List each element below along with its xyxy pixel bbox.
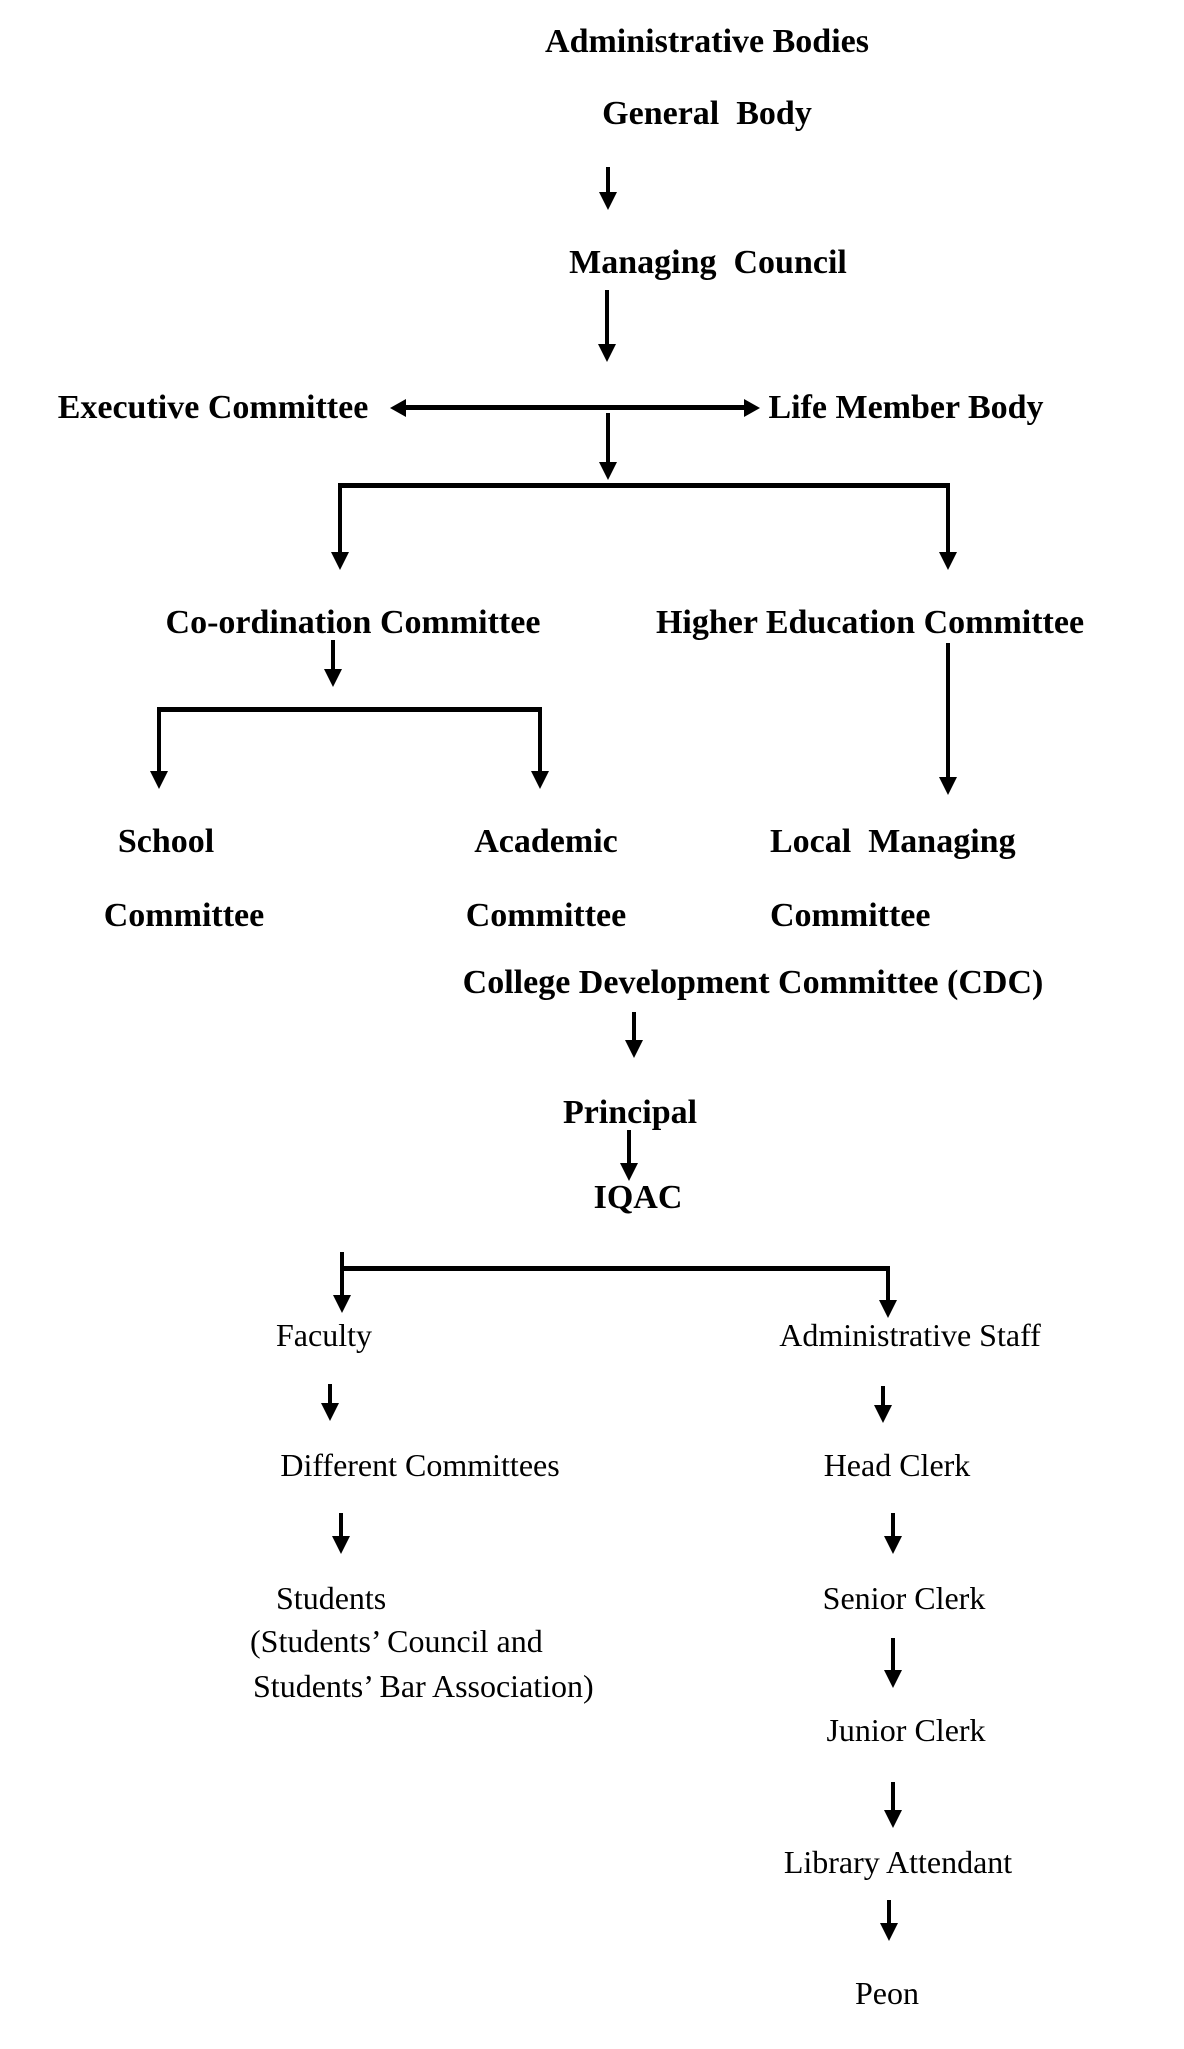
- node-senior-clerk: Senior Clerk: [822, 1580, 986, 1616]
- down-arrow-shaft: [340, 1266, 344, 1299]
- node-general-body: General Body: [602, 95, 812, 132]
- node-managing-council: Managing Council: [569, 244, 847, 281]
- node-school-committee-line1: School: [117, 823, 215, 860]
- double-arrow-shaft: [404, 405, 744, 410]
- down-arrow-shaft: [886, 1266, 890, 1304]
- node-academic-committee-line2: Committee: [465, 897, 627, 934]
- down-arrow-shaft: [887, 1900, 891, 1927]
- down-arrow-shaft: [339, 1513, 343, 1540]
- down-arrow-head-icon: [884, 1536, 902, 1554]
- down-arrow-shaft: [331, 640, 335, 673]
- down-arrow-shaft: [891, 1513, 895, 1540]
- node-school-committee-line2: Committee: [103, 897, 265, 934]
- down-arrow-head-icon: [321, 1403, 339, 1421]
- node-administrative-bodies: Administrative Bodies: [545, 23, 869, 60]
- down-arrow-shaft: [338, 483, 342, 556]
- down-arrow-head-icon: [531, 771, 549, 789]
- down-arrow-shaft: [891, 1782, 895, 1814]
- down-arrow-shaft: [538, 707, 542, 775]
- down-arrow-head-icon: [598, 344, 616, 362]
- node-library-attendant: Library Attendant: [783, 1844, 1013, 1880]
- node-higher-education-committee: Higher Education Committee: [655, 604, 1085, 641]
- node-peon: Peon: [855, 1975, 919, 2011]
- down-arrow-shaft: [627, 1130, 631, 1167]
- node-students: Students: [276, 1580, 387, 1616]
- down-arrow-head-icon: [884, 1810, 902, 1828]
- down-arrow-shaft: [606, 167, 610, 196]
- down-arrow-head-icon: [625, 1040, 643, 1058]
- node-local-managing-committee-line1: Local Managing: [770, 823, 1016, 860]
- down-arrow-head-icon: [332, 1536, 350, 1554]
- node-students-note-line2: Students’ Bar Association): [253, 1668, 594, 1704]
- down-arrow-shaft: [606, 413, 610, 466]
- down-arrow-head-icon: [599, 192, 617, 210]
- node-principal: Principal: [562, 1094, 698, 1131]
- node-academic-committee-line1: Academic: [474, 823, 618, 860]
- node-head-clerk: Head Clerk: [823, 1447, 971, 1483]
- node-coordination-committee: Co-ordination Committee: [165, 604, 541, 641]
- down-arrow-shaft: [946, 643, 950, 781]
- down-arrow-head-icon: [879, 1300, 897, 1318]
- down-arrow-head-icon: [939, 777, 957, 795]
- down-arrow-shaft: [328, 1384, 332, 1407]
- down-arrow-shaft: [157, 707, 161, 775]
- left-arrow-head-icon: [390, 399, 406, 417]
- down-arrow-head-icon: [150, 771, 168, 789]
- branch-connector-bar: [340, 483, 948, 488]
- right-arrow-head-icon: [744, 399, 760, 417]
- node-students-note-line1: (Students’ Council and: [250, 1623, 543, 1659]
- node-life-member-body: Life Member Body: [768, 389, 1044, 426]
- node-college-development-committee: College Development Committee (CDC): [462, 964, 1044, 1001]
- down-arrow-head-icon: [884, 1670, 902, 1688]
- down-arrow-shaft: [946, 483, 950, 556]
- down-arrow-head-icon: [331, 552, 349, 570]
- node-faculty: Faculty: [276, 1317, 372, 1353]
- connector-stub: [340, 1252, 344, 1266]
- node-different-committees: Different Committees: [280, 1447, 560, 1483]
- node-local-managing-committee-line2: Committee: [770, 897, 931, 934]
- node-iqac: IQAC: [593, 1179, 683, 1216]
- down-arrow-shaft: [881, 1386, 885, 1409]
- down-arrow-shaft: [891, 1638, 895, 1674]
- branch-connector-bar: [342, 1266, 888, 1271]
- node-junior-clerk: Junior Clerk: [826, 1712, 986, 1748]
- down-arrow-head-icon: [880, 1923, 898, 1941]
- down-arrow-shaft: [605, 290, 609, 348]
- down-arrow-head-icon: [599, 462, 617, 480]
- node-executive-committee: Executive Committee: [57, 389, 369, 426]
- down-arrow-head-icon: [324, 669, 342, 687]
- down-arrow-head-icon: [620, 1163, 638, 1181]
- node-administrative-staff: Administrative Staff: [779, 1317, 1041, 1353]
- branch-connector-bar: [159, 707, 540, 712]
- down-arrow-shaft: [632, 1012, 636, 1044]
- down-arrow-head-icon: [333, 1295, 351, 1313]
- down-arrow-head-icon: [874, 1405, 892, 1423]
- down-arrow-head-icon: [939, 552, 957, 570]
